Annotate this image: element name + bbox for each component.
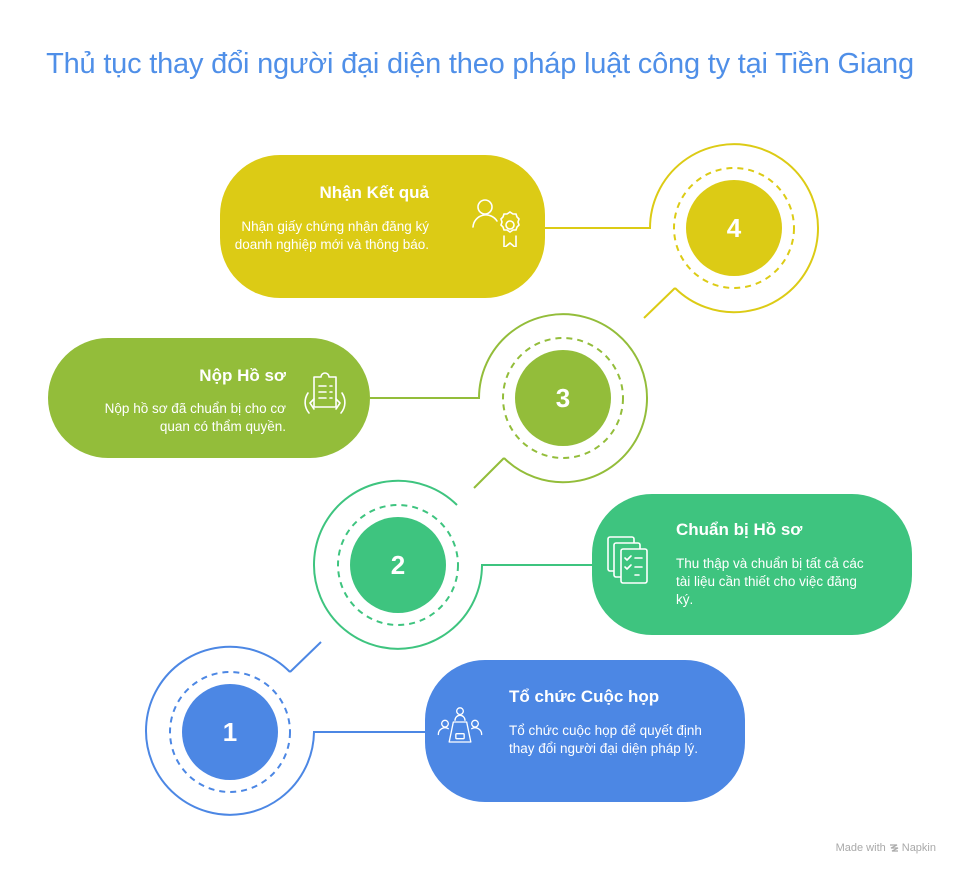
napkin-logo-icon [889,844,899,852]
step-4-title: Nhận Kết quả [319,183,429,202]
meeting-table-icon [437,707,483,743]
ring-2-outer-arc [313,479,594,650]
step-3-description: Nộp hồ sơ đã chuẩn bị cho cơ quan có thẩ… [104,401,286,434]
step-4-card: Nhận Kết quả Nhận giấy chứng nhận đăng k… [220,155,545,298]
checklist-documents-icon [607,536,648,584]
ring-3-diagonal [473,457,505,489]
made-with-label: Made with [835,842,886,854]
ring-3 [370,313,648,489]
step-3-card: Nộp Hồ sơ Nộp hồ sơ đã chuẩn bị cho cơ q… [48,338,370,458]
step-1-card: Tổ chức Cuộc họp Tổ chức cuộc họp để quy… [425,660,745,802]
ring-1 [145,641,427,816]
step-1-title: Tổ chức Cuộc họp [509,687,660,706]
ring-3-outer-arc [370,313,648,484]
step-2-title: Chuẩn bị Hồ sơ [676,520,803,539]
step-3-number-circle: 3 [515,350,611,446]
ring-2-dashed [337,504,459,626]
step-1-number-circle: 1 [182,684,278,780]
step-2-description: Thu thập và chuẩn bị tất cả các tài liệu… [676,556,864,607]
ring-1-dashed [169,671,291,793]
hands-holding-clipboard-icon [304,372,346,414]
step-4-description: Nhận giấy chứng nhận đăng ký doanh nghiệ… [234,219,429,252]
napkin-brand-label: Napkin [901,842,936,854]
step-2-number-circle: 2 [350,517,446,613]
person-award-icon [472,199,520,247]
ring-4-diagonal [643,287,676,319]
step-1-description: Tổ chức cuộc họp để quyết định thay đổi … [509,723,702,756]
step-2-card: Chuẩn bị Hồ sơ Thu thập và chuẩn bị tất … [592,494,912,635]
ring-3-dashed [502,337,624,459]
ring-4-outer-arc [543,143,819,314]
page-title: Thủ tục thay đổi người đại diện theo phá… [46,48,914,80]
ring-1-diagonal [289,641,322,673]
ring-4 [543,143,819,319]
step-3-title: Nộp Hồ sơ [199,366,286,385]
ring-2 [313,479,594,650]
step-4-number-circle: 4 [686,180,782,276]
footer-attribution: Made with Napkin [836,842,936,854]
ring-1-outer-arc [145,645,427,816]
ring-4-dashed [673,167,795,289]
